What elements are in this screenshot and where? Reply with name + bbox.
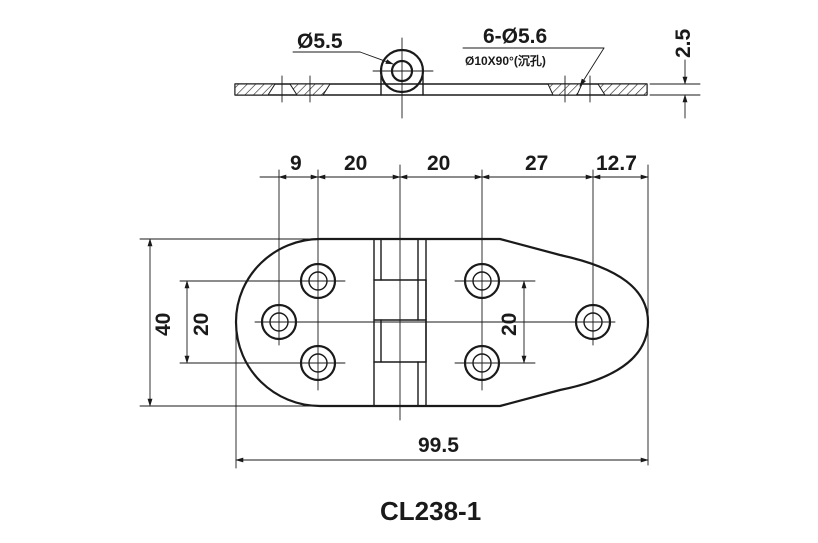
dim-right-20: 20: [498, 313, 521, 336]
top-view: 9 20 20 27 12.7 40 20 20 99.5: [139, 152, 650, 469]
dim-40: 40: [152, 313, 175, 336]
countersink-label: Ø10X90°(沉孔): [465, 53, 546, 68]
side-hatch-4: [597, 83, 648, 96]
dim-20-a: 20: [344, 152, 367, 175]
dim-12-7: 12.7: [596, 152, 637, 175]
hinge-outline: [234, 237, 650, 408]
dim-left-20: 20: [190, 313, 213, 336]
dim-20-b: 20: [427, 152, 450, 175]
thickness-label: 2.5: [672, 28, 695, 58]
holes-label: 6-Ø5.6: [483, 25, 547, 48]
dim-27: 27: [525, 152, 548, 175]
dim-99-5: 99.5: [418, 434, 459, 457]
side-hatch-1: [234, 83, 276, 96]
part-number: CL238-1: [380, 496, 481, 526]
side-view: Ø5.5 6-Ø5.6 Ø10X90°(沉孔) 2.5: [234, 25, 701, 119]
dim-9: 9: [290, 152, 302, 175]
pin-hole-label: Ø5.5: [297, 30, 343, 53]
